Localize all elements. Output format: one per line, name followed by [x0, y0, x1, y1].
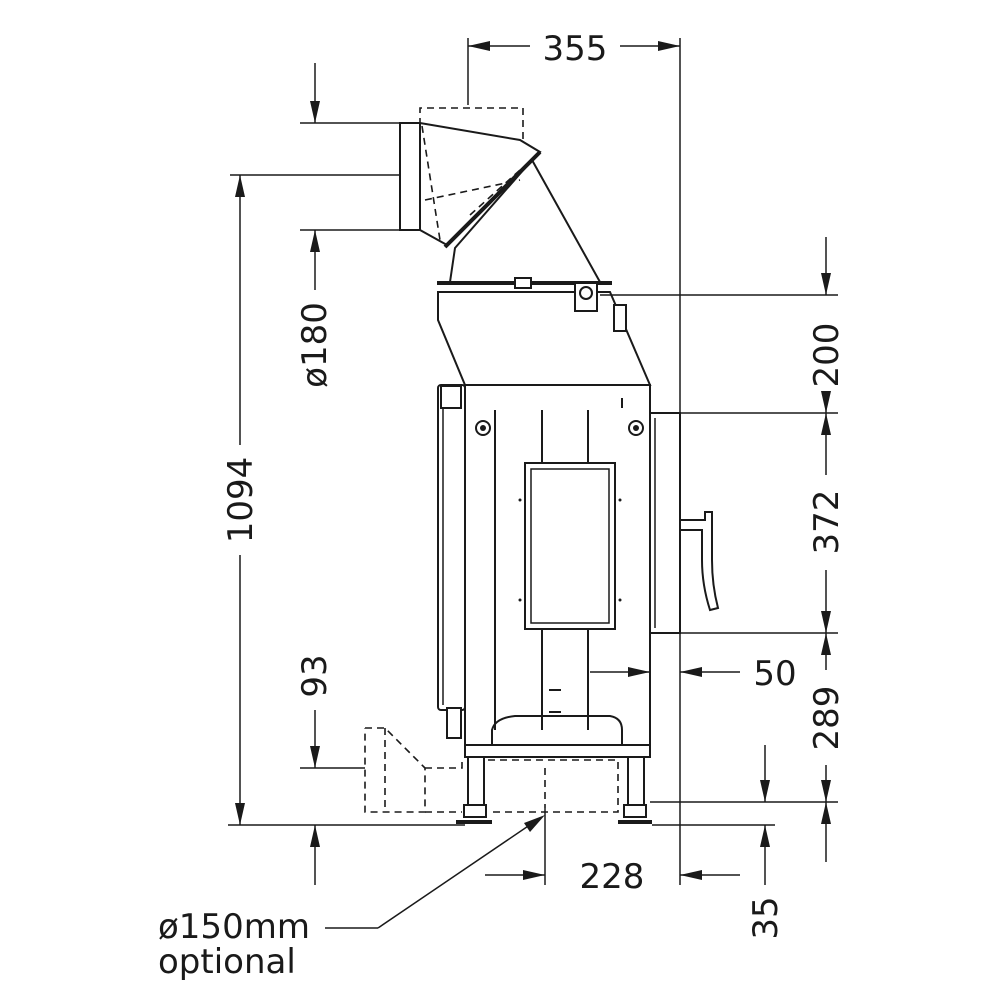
stove-window — [524, 462, 616, 630]
dim-handle-offset: 50 — [753, 654, 796, 694]
dim-air-inlet-height: 93 — [295, 654, 335, 697]
dim-flue-diameter: ø180 — [295, 302, 335, 388]
hood-tab — [613, 304, 627, 332]
door-handle — [679, 511, 720, 612]
side-panel-foot — [446, 707, 462, 739]
foot-right — [623, 804, 647, 818]
side-panel-cap — [440, 385, 462, 409]
annotation-diameter: ø150mm — [158, 907, 310, 947]
screw-icon — [628, 420, 644, 436]
side-panel — [437, 384, 466, 711]
annotation-optional: optional — [158, 942, 296, 982]
dim-top-width: 355 — [543, 29, 608, 69]
air-inlet-optional — [364, 727, 619, 813]
stove-outline — [437, 291, 720, 824]
leg-right — [627, 756, 645, 806]
dim-foot-height: 35 — [746, 896, 786, 939]
dim-air-inlet-offset: 228 — [580, 857, 645, 897]
dimension-lines — [228, 38, 838, 929]
dim-overall-height: 1094 — [221, 457, 261, 544]
foot-left — [463, 804, 487, 818]
dim-base-height: 289 — [807, 686, 847, 751]
dimension-labels: 355 ø180 1094 200 372 50 289 93 228 35 ø… — [158, 29, 847, 982]
dim-door-height: 372 — [807, 490, 847, 555]
leg-left — [467, 756, 485, 806]
flue-outlet — [399, 107, 612, 312]
dim-top-section: 200 — [807, 323, 847, 388]
screw-icon — [475, 420, 491, 436]
base-ledge — [464, 744, 651, 758]
